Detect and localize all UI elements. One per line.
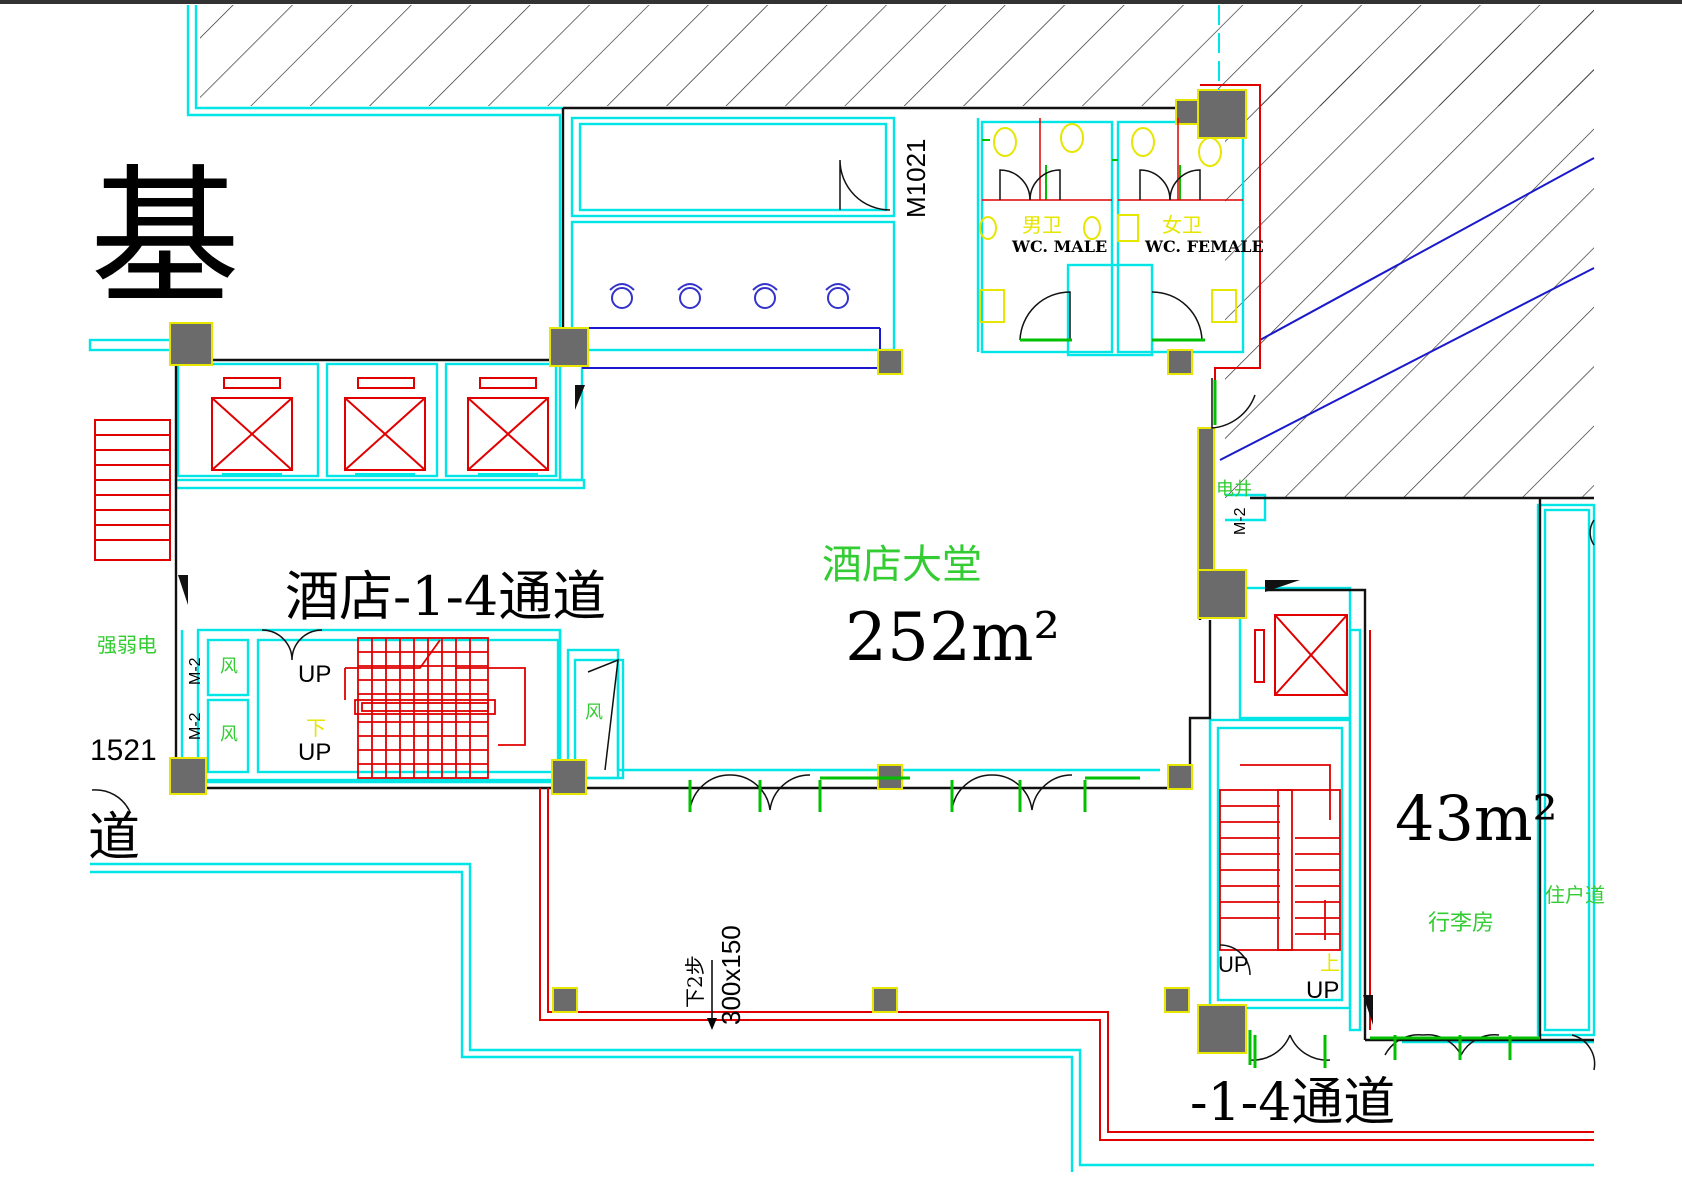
corridor-left-fragment: 道 <box>88 808 140 868</box>
stair-up-label-1: UP <box>298 661 331 688</box>
wc-male-en: WC. MALE <box>1011 237 1107 256</box>
corridor-main-label: 酒店-1-4通道 <box>285 565 606 628</box>
top-border <box>0 0 1682 4</box>
stair-up-cn-label: 上 <box>1320 951 1340 975</box>
door-leaves <box>688 338 1540 1068</box>
doors <box>91 159 1596 1071</box>
wc-female-cn: 女卫 <box>1162 213 1202 237</box>
blue-lines <box>582 157 1595 461</box>
stair-up-label-2: UP <box>298 739 331 766</box>
electric-shaft-label: 电井 <box>1216 479 1252 500</box>
stair-down-label: 下 <box>306 716 326 740</box>
red-lines <box>94 84 1594 1141</box>
luggage-area-label: 43m² <box>1395 782 1558 855</box>
corridor-bottom-label: -1-4通道 <box>1190 1073 1395 1133</box>
stair-up-label-3: UP <box>1218 952 1249 977</box>
big-character-label: 基 <box>90 152 240 326</box>
wc-female-en: WC. FEMALE <box>1144 237 1264 256</box>
lobby-area-label: 252m² <box>845 599 1060 676</box>
wc-male-cn: 男卫 <box>1022 213 1062 237</box>
lobby-name-label: 酒店大堂 <box>822 542 982 588</box>
urinals <box>609 283 851 309</box>
step-note-label: 下2步 <box>683 955 707 1008</box>
step-size-label: 300x150 <box>716 925 746 1025</box>
electrical-room-label: 强弱电 <box>97 633 157 657</box>
columns <box>169 89 1247 1054</box>
door-m2-label-3: M-2 <box>1232 507 1249 535</box>
toilet-fixtures <box>979 123 1237 323</box>
left-code-fragment: 1521 <box>90 734 157 767</box>
elevator-shafts <box>211 377 1348 696</box>
hatched-structure <box>196 5 1594 498</box>
resident-corridor-label: 住户道 <box>1545 883 1605 907</box>
luggage-room-label: 行李房 <box>1428 911 1494 936</box>
stair-up-label-4: UP <box>1306 977 1339 1004</box>
door-code-m1021: M1021 <box>901 139 931 219</box>
stair-main <box>344 637 526 779</box>
cyan-outlines <box>88 5 1596 1172</box>
fan-room-label-2: 风 <box>220 724 238 745</box>
door-m2-label-2: M-2 <box>187 712 204 740</box>
door-m2-label-1: M-2 <box>187 657 204 685</box>
fan-room-label-3: 风 <box>585 702 603 723</box>
fan-room-label-1: 风 <box>220 656 238 677</box>
stair-right <box>1219 764 1341 951</box>
